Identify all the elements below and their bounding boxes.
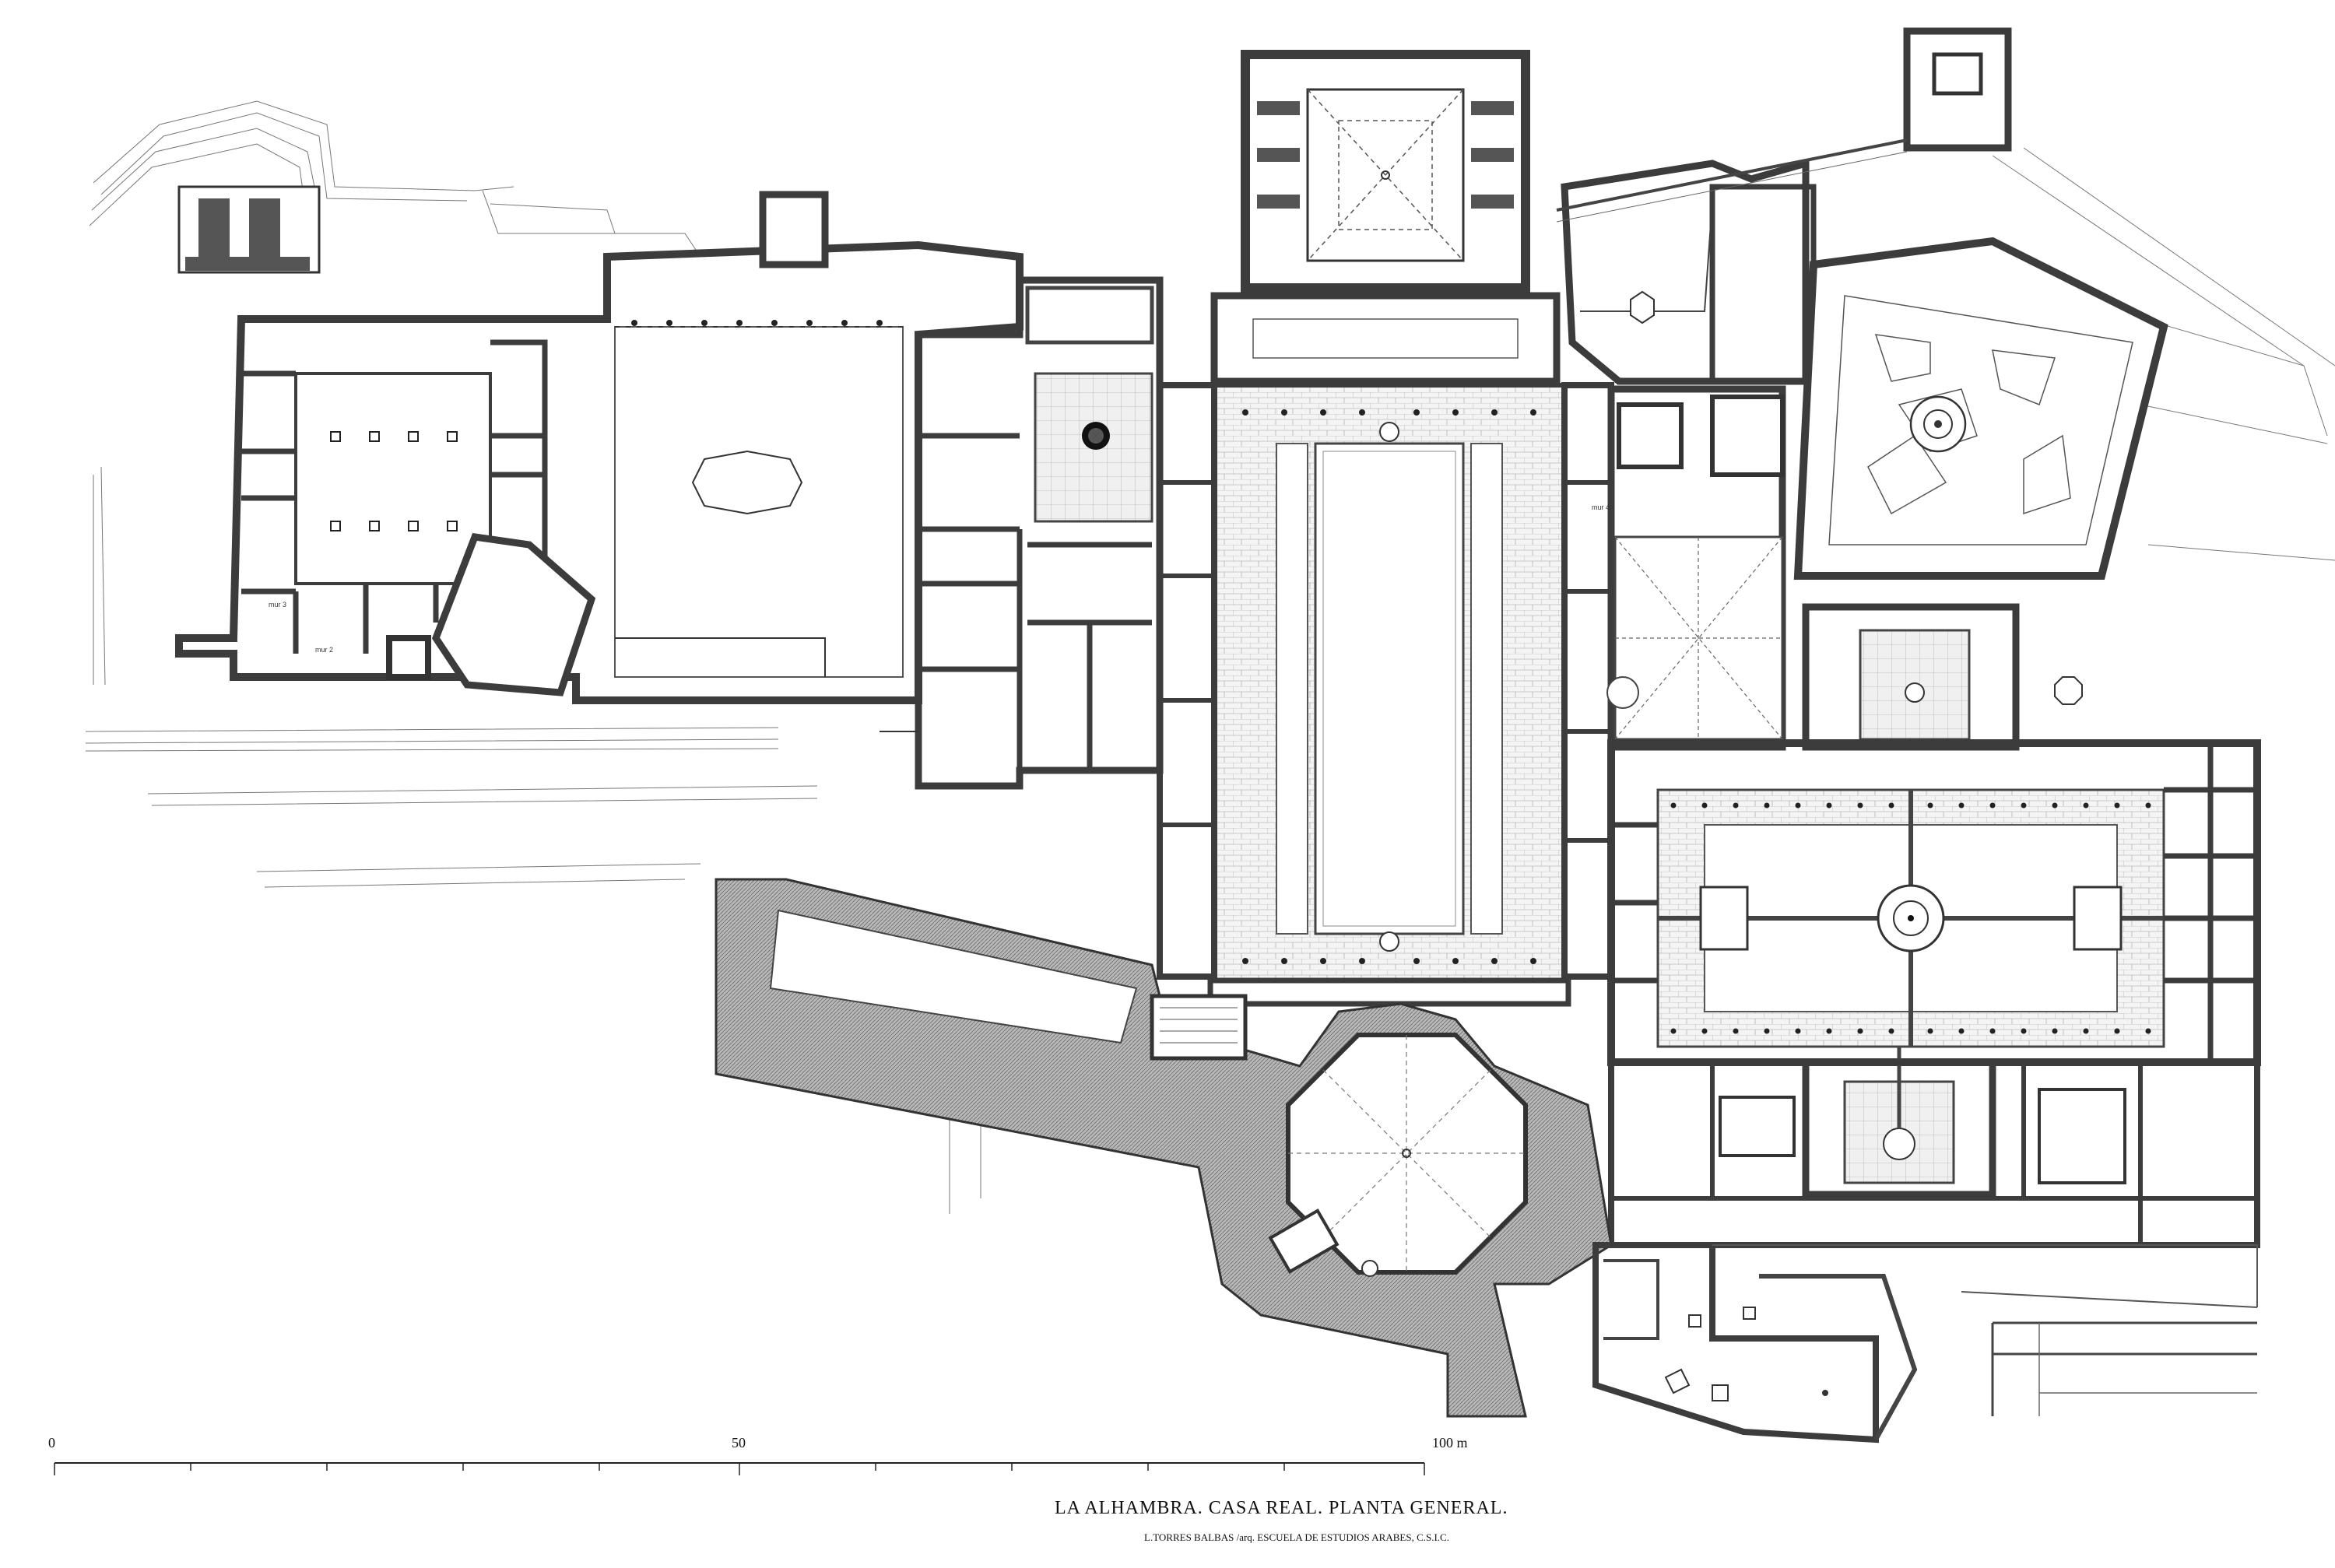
room-label: mur 2 [315,646,333,654]
scale-label-hundred: 100 m [1432,1435,1468,1450]
northeast-buildings [1556,27,2168,580]
room-label: mur 3 [269,601,286,609]
west-palace: mur 3 mur 2 [175,185,1024,704]
baths-block: mur 4 [1592,385,1786,751]
comares-tower [1210,50,1561,385]
plan-credit: L.TORRES BALBAS /arq. ESCUELA DE ESTUDIO… [1144,1531,1449,1543]
north-gallery-columns [631,320,883,326]
southeast-lower-buildings [1592,1242,2258,1443]
court-of-the-myrtles [1157,382,1614,1007]
scale-label-fifty: 50 [732,1435,746,1450]
lions-colonnade-south [1670,1028,2151,1034]
scale-bar[interactable]: 0 50 100 m [48,1435,1468,1475]
court-of-the-lions-complex [1607,603,2261,1248]
myrtles-north-colonnade [1242,409,1536,416]
room-label: mur 4 [1592,503,1610,511]
lions-colonnade-north [1670,802,2151,809]
title-block: LA ALHAMBRA. CASA REAL. PLANTA GENERAL. … [1055,1498,1508,1543]
terrace-context-lines [85,100,2335,1214]
west-court-pillars [330,431,458,531]
plan-title: LA ALHAMBRA. CASA REAL. PLANTA GENERAL. [1055,1498,1508,1518]
mexuar-block [880,276,1164,790]
southern-hatched-wall [715,878,1613,1418]
myrtles-south-colonnade [1242,958,1536,964]
scale-label-zero: 0 [48,1435,55,1450]
